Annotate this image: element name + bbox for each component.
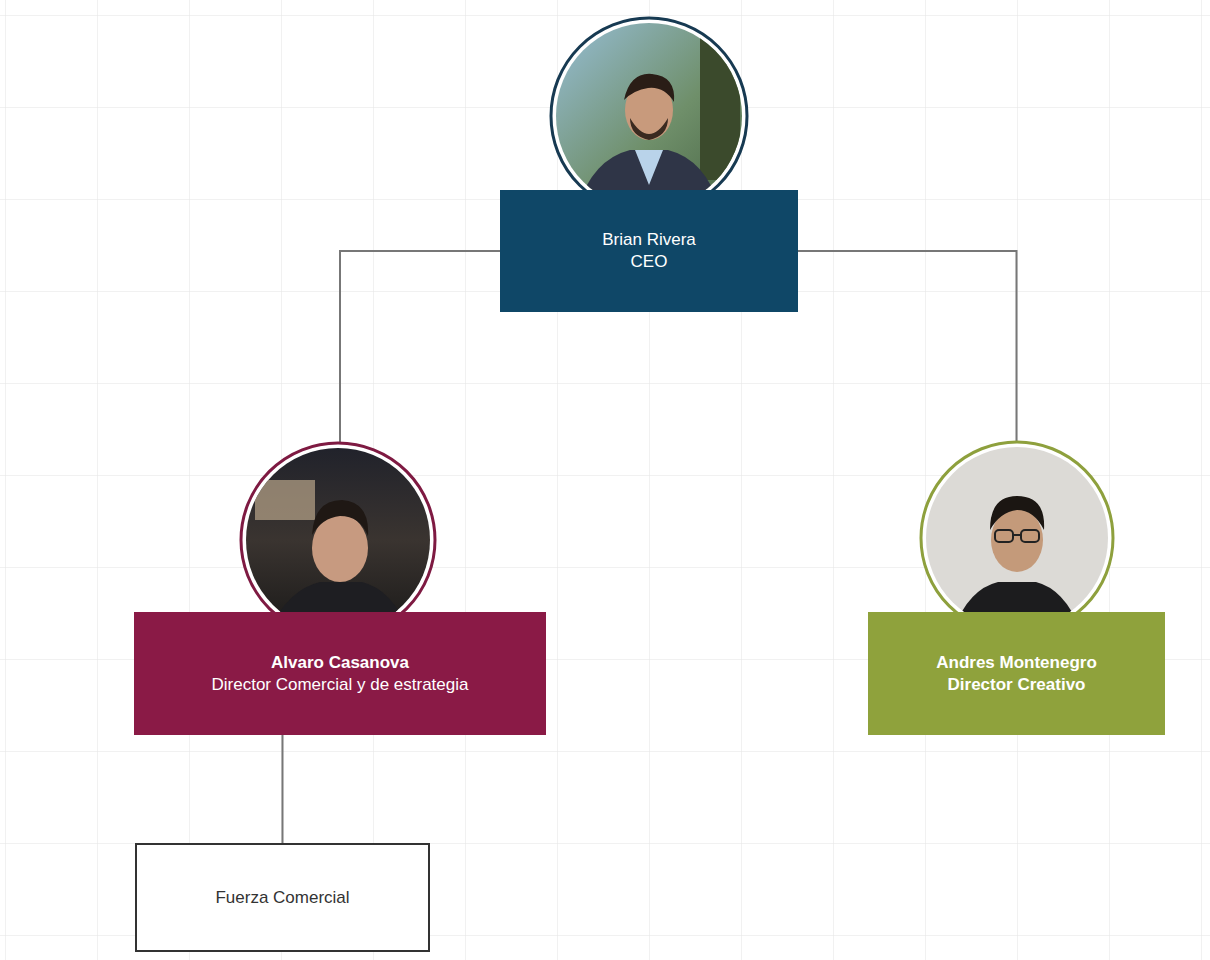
node-heading: Alvaro Casanova	[271, 652, 409, 674]
node-heading: Fuerza Comercial	[215, 887, 349, 909]
connector-line	[282, 735, 284, 843]
director-box: Alvaro CasanovaDirector Comercial y de e…	[134, 612, 546, 735]
node-heading: Andres Montenegro	[936, 652, 1097, 674]
node-body: CEO	[631, 251, 668, 273]
node-body: Director Comercial y de estrategia	[212, 674, 469, 696]
node-body: Director Creativo	[948, 674, 1086, 696]
ceo-box: Brian RiveraCEO	[500, 190, 798, 312]
node-heading: Brian Rivera	[602, 229, 696, 251]
team-box: Fuerza Comercial	[135, 843, 430, 952]
director-box: Andres MontenegroDirector Creativo	[868, 612, 1165, 735]
